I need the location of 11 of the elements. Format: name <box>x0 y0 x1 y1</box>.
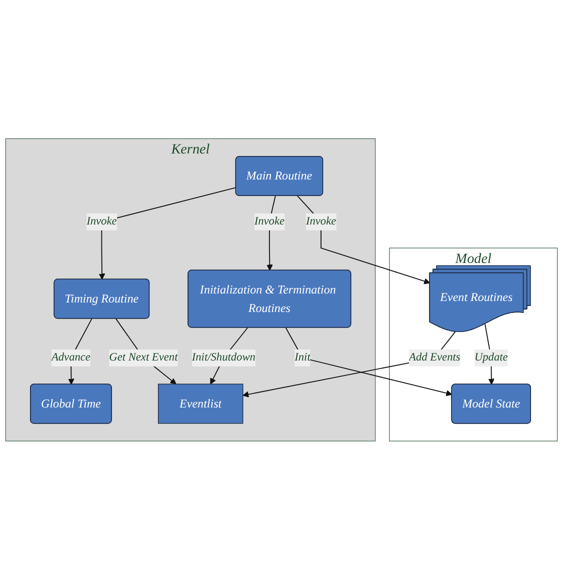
edge-label: Invoke <box>254 215 285 228</box>
arrow <box>242 331 456 398</box>
edge-label: Init/Shutdown <box>192 351 256 364</box>
edge-label: Get Next Event <box>109 351 178 364</box>
arrow <box>297 195 430 284</box>
edge-label: Update <box>474 351 508 364</box>
arrow <box>285 326 452 396</box>
node-box: Eventlist <box>158 383 244 424</box>
edge-label: Invoke <box>306 215 336 228</box>
edge-label: Init <box>294 351 310 364</box>
edge-label: Invoke <box>86 215 117 228</box>
